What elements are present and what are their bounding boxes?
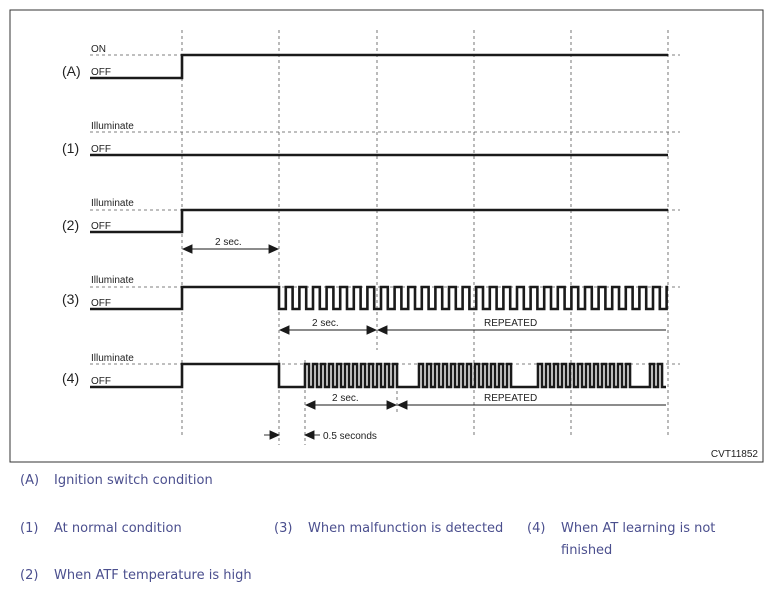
state-label-2-off: OFF	[91, 221, 111, 232]
legend-item-2: (2) When ATF temperature is high	[20, 565, 252, 587]
legend-key: (1)	[20, 521, 39, 536]
row-label-2: (2)	[62, 217, 79, 233]
waveform-4	[90, 362, 666, 389]
state-label-1-illuminate: Illuminate	[91, 121, 134, 132]
legend-text: When AT learning is not finished	[561, 521, 716, 558]
state-label-3-off: OFF	[91, 298, 111, 309]
row-label-4: (4)	[62, 370, 79, 386]
state-label-3-illuminate: Illuminate	[91, 275, 134, 286]
state-label-4-off: OFF	[91, 376, 111, 387]
dimension-delay	[264, 430, 320, 440]
label-delay: 0.5 seconds	[323, 431, 377, 442]
state-label-2-illuminate: Illuminate	[91, 198, 134, 209]
row-label-a: (A)	[62, 63, 81, 79]
legend-item-3: (3) When malfunction is detected	[274, 518, 503, 540]
waveform-2	[90, 208, 668, 234]
row-label-3: (3)	[62, 291, 79, 307]
state-label-1-off: OFF	[91, 144, 111, 155]
label-2-sec-row2: 2 sec.	[215, 237, 242, 248]
waveform-a	[90, 53, 668, 80]
legend-item-a: (A) Ignition switch condition	[20, 470, 213, 492]
legend-text: When ATF temperature is high	[54, 568, 252, 583]
figure-id: CVT11852	[711, 449, 759, 460]
legend-key: (3)	[274, 521, 293, 536]
state-label-4-illuminate: Illuminate	[91, 353, 134, 364]
state-label-a-on: ON	[91, 44, 106, 55]
dimension-2-sec-row3	[278, 325, 378, 335]
dimension-repeated-row3	[376, 325, 666, 335]
timing-diagram: (A) (1) (2) (3) (4) ON OFF Illuminate OF…	[9, 9, 764, 463]
dimension-2-sec-row2	[181, 244, 280, 254]
legend-key: (A)	[20, 473, 40, 488]
dimension-2-sec-row4	[304, 400, 398, 410]
label-2-sec-row3: 2 sec.	[312, 318, 339, 329]
label-repeated-row4: REPEATED	[484, 393, 537, 404]
label-repeated-row3: REPEATED	[484, 318, 537, 329]
legend-key: (4)	[527, 521, 546, 536]
dimension-repeated-row4	[396, 400, 666, 410]
row-label-1: (1)	[62, 140, 79, 156]
legend-item-1: (1) At normal condition	[20, 518, 182, 540]
legend-text: When malfunction is detected	[308, 521, 504, 536]
legend-key: (2)	[20, 568, 39, 583]
state-label-a-off: OFF	[91, 67, 111, 78]
label-2-sec-row4: 2 sec.	[332, 393, 359, 404]
legend-text: Ignition switch condition	[54, 473, 213, 488]
legend-item-4: (4) When AT learning is not finished	[527, 518, 731, 562]
legend-text: At normal condition	[54, 521, 182, 536]
waveform-3	[90, 285, 668, 311]
